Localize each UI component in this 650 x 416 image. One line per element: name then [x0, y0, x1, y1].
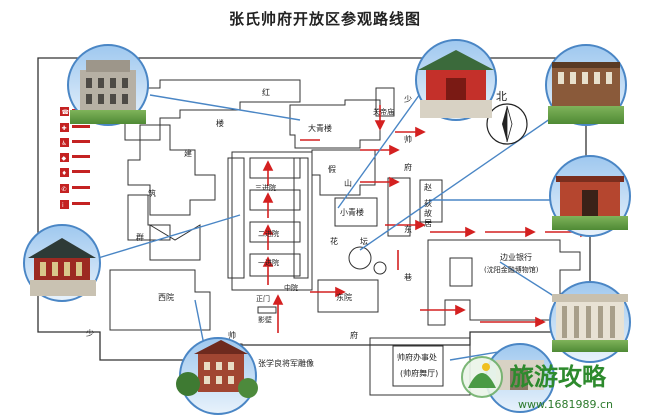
- photo-courtyard: [23, 224, 101, 302]
- label-ying-bi: 影壁: [258, 315, 272, 324]
- label-guan-di-miao: 关帝庙: [373, 107, 394, 116]
- label-hong: 红: [262, 87, 270, 97]
- photo-western-villa: [176, 337, 258, 415]
- label-shao-left: 少: [86, 329, 94, 338]
- legend: ☎ ✚ ♿ ◆ ♦ ✆ i: [60, 107, 90, 209]
- photo-pointer-lines: [84, 79, 561, 361]
- label-dong-yuan: 东院: [336, 292, 352, 302]
- label-hua: 花: [330, 236, 338, 246]
- label-office-2: (帅府舞厅): [400, 368, 438, 378]
- label-jia: 假: [328, 165, 336, 174]
- label-shuai-bottom: 帅: [228, 330, 236, 340]
- svg-text:☎: ☎: [62, 109, 70, 116]
- svg-text:✚: ✚: [62, 125, 67, 132]
- label-ju: 居: [424, 219, 432, 228]
- label-xi-yuan: 西院: [158, 292, 174, 302]
- watermark: 旅游攻略 www.1681989.cn: [461, 356, 613, 411]
- photo-red-gate: [415, 39, 497, 121]
- north-compass-icon: [486, 103, 528, 145]
- label-yi-jin-yuan: 一进院: [258, 258, 279, 267]
- photo-colonial-building: [545, 44, 627, 126]
- label-office-1: 帅府办事处: [397, 352, 437, 362]
- toilet-icon: [60, 138, 69, 147]
- photo-brick-house: [549, 155, 631, 237]
- label-zhu: 筑: [148, 188, 156, 198]
- photo-office: [485, 343, 555, 413]
- label-qun: 群: [136, 232, 144, 242]
- label-statue: 张学良将军雕像: [258, 358, 314, 368]
- label-shan: 山: [344, 178, 352, 188]
- first-aid-icon: [60, 123, 69, 132]
- label-shuai: 帅: [404, 134, 412, 144]
- label-north: 北: [496, 90, 507, 103]
- label-jian: 建: [184, 148, 192, 158]
- svg-text:♦: ♦: [62, 170, 67, 177]
- svg-text:✆: ✆: [62, 186, 67, 193]
- label-dong: 东: [404, 224, 412, 234]
- label-fu: 府: [404, 162, 412, 172]
- label-lou: 楼: [216, 118, 224, 128]
- ticket-icon: [60, 153, 69, 162]
- souvenir-icon: [60, 168, 69, 177]
- label-zheng-men: 正门: [256, 294, 270, 303]
- phone-icon: [60, 184, 69, 193]
- photo-bank-building: [549, 281, 631, 363]
- info-icon: [60, 200, 69, 209]
- map-labels: 红 楼 建 筑 群 大青楼 假 山 小青楼 花 坛 三进院 二进院 一进院 中院…: [86, 87, 539, 378]
- label-san-jin-yuan: 三进院: [255, 183, 276, 192]
- visit-route: [262, 105, 591, 333]
- photo-red-building: [67, 44, 149, 126]
- label-gu: 故: [424, 208, 432, 218]
- page-title: 张氏帅府开放区参观路线图: [228, 10, 421, 28]
- watermark-logo-icon: [461, 356, 503, 398]
- svg-text:◆: ◆: [62, 155, 67, 162]
- label-zhong-yuan: 中院: [284, 283, 298, 292]
- photo-thumbnails: [23, 39, 631, 415]
- label-bianye-bank-1: 边业银行: [500, 252, 532, 262]
- watermark-text: 旅游攻略: [510, 363, 607, 391]
- label-tan: 坛: [360, 236, 368, 246]
- watermark-url: www.1681989.cn: [518, 398, 613, 411]
- label-zhao: 赵: [424, 182, 432, 192]
- label-xiao-qing-lou: 小青楼: [340, 207, 364, 217]
- label-shao-top: 少: [404, 95, 412, 104]
- label-huo: 荻: [424, 198, 432, 208]
- svg-text:i: i: [62, 202, 64, 209]
- label-fu-bottom: 府: [350, 330, 358, 340]
- label-bianye-bank-2: (沈阳金融博物馆): [484, 265, 539, 274]
- label-xiang: 巷: [404, 273, 412, 282]
- restroom-icon: [60, 107, 69, 116]
- label-er-jin-yuan: 二进院: [258, 229, 279, 238]
- svg-text:♿: ♿: [62, 140, 67, 147]
- label-da-qing-lou: 大青楼: [308, 123, 332, 133]
